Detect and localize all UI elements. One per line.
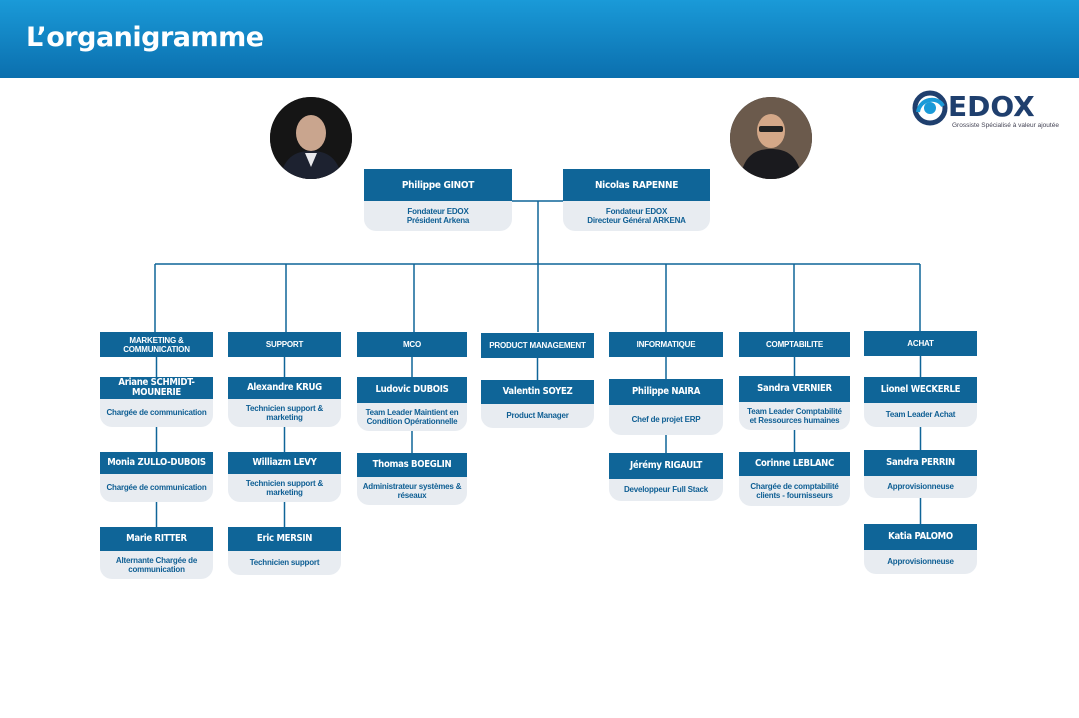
person-name: Katia PALOMO: [864, 524, 977, 550]
person-role: Technicien support & marketing: [228, 474, 341, 502]
person-name: Williazm LEVY: [228, 452, 341, 474]
person-role: Technicien support: [228, 551, 341, 575]
person-role: Chef de projet ERP: [609, 405, 723, 435]
person-role: Technicien support & marketing: [228, 399, 341, 427]
person-role: Chargée de communication: [100, 474, 213, 502]
person-name: Thomas BOEGLIN: [357, 453, 467, 477]
logo-tagline: Grossiste Spécialisé à valeur ajoutée: [952, 122, 1059, 129]
person-role: Developpeur Full Stack: [609, 479, 723, 501]
person-role: Approvisionneuse: [864, 476, 977, 498]
person-name: Jérémy RIGAULT: [609, 453, 723, 479]
person-name: Philippe NAIRA: [609, 379, 723, 405]
header-bar: L’organigramme: [0, 0, 1079, 78]
person-name: Valentin SOYEZ: [481, 380, 594, 404]
person-role: Team Leader Achat: [864, 403, 977, 427]
person-name: Marie RITTER: [100, 527, 213, 551]
person-name: Eric MERSIN: [228, 527, 341, 551]
edox-swirl-icon: [912, 90, 948, 126]
department-header: SUPPORT: [228, 332, 341, 357]
person-name: Sandra VERNIER: [739, 376, 850, 402]
person-role: Administrateur systèmes & réseaux: [357, 477, 467, 505]
person-role: Alternante Chargée de communication: [100, 551, 213, 579]
person-name: Ariane SCHMIDT-MOUNERIE: [100, 377, 213, 399]
person-role: Product Manager: [481, 404, 594, 428]
department-header: PRODUCT MANAGEMENT: [481, 333, 594, 358]
edox-logo: EDOX Grossiste Spécialisé à valeur ajout…: [912, 88, 1060, 132]
department-header: INFORMATIQUE: [609, 332, 723, 357]
department-header: MCO: [357, 332, 467, 357]
person-name: Ludovic DUBOIS: [357, 377, 467, 403]
person-name: Alexandre KRUG: [228, 377, 341, 399]
person-role: Chargée de communication: [100, 399, 213, 427]
person-role: Chargée de comptabilité clients - fourni…: [739, 476, 850, 506]
department-header: ACHAT: [864, 331, 977, 356]
avatar-nicolas-rapenne: [730, 97, 812, 179]
avatar-philippe-ginot: [270, 97, 352, 179]
person-role: Team Leader Comptabilité et Ressources h…: [739, 402, 850, 430]
person-name: Monia ZULLO-DUBOIS: [100, 452, 213, 474]
person-role: Approvisionneuse: [864, 550, 977, 574]
person-name: Sandra PERRIN: [864, 450, 977, 476]
person-name: Nicolas RAPENNE: [563, 169, 710, 201]
person-role: Team Leader Maintient en Condition Opéra…: [357, 403, 467, 431]
person-name: Corinne LEBLANC: [739, 452, 850, 476]
person-name: Philippe GINOT: [364, 169, 512, 201]
department-header: COMPTABILITE: [739, 332, 850, 357]
person-name: Lionel WECKERLE: [864, 377, 977, 403]
logo-wordmark: EDOX: [948, 90, 1035, 123]
page-title: L’organigramme: [26, 22, 264, 53]
department-header: MARKETING & COMMUNICATION: [100, 332, 213, 357]
